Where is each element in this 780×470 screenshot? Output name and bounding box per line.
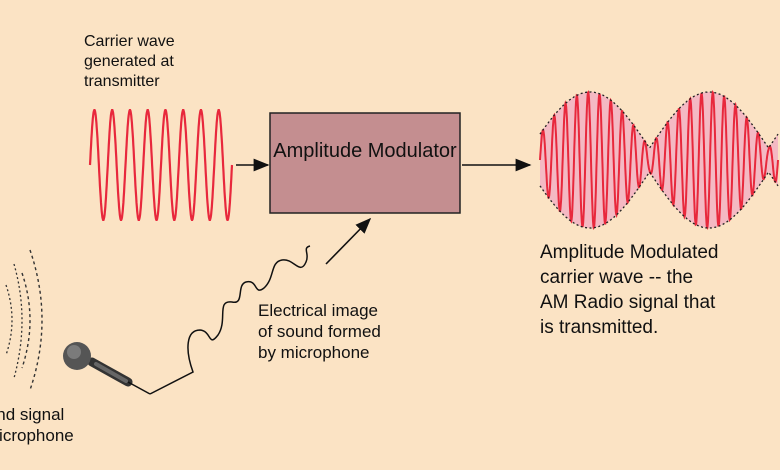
amplitude-modulator-box	[269, 112, 461, 214]
electrical-signal-wave	[149, 245, 311, 395]
microphone-icon	[63, 342, 151, 395]
sound-signal-label: Sound signal to microphone	[0, 405, 74, 445]
carrier-wave-label: Carrier wave generated at transmitter	[84, 33, 175, 90]
am-output-label: Amplitude Modulated carrier wave -- the …	[540, 242, 719, 338]
am-modulated-wave	[539, 90, 779, 230]
carrier-wave	[88, 109, 234, 221]
sound-waves-inner	[5, 263, 23, 379]
electrical-image-label: Electrical image of sound formed by micr…	[258, 301, 381, 362]
arrow-signal-to-modulator	[325, 217, 372, 265]
sound-waves	[21, 249, 43, 391]
amplitude-modulator-label: Amplitude Modulator	[273, 140, 457, 162]
